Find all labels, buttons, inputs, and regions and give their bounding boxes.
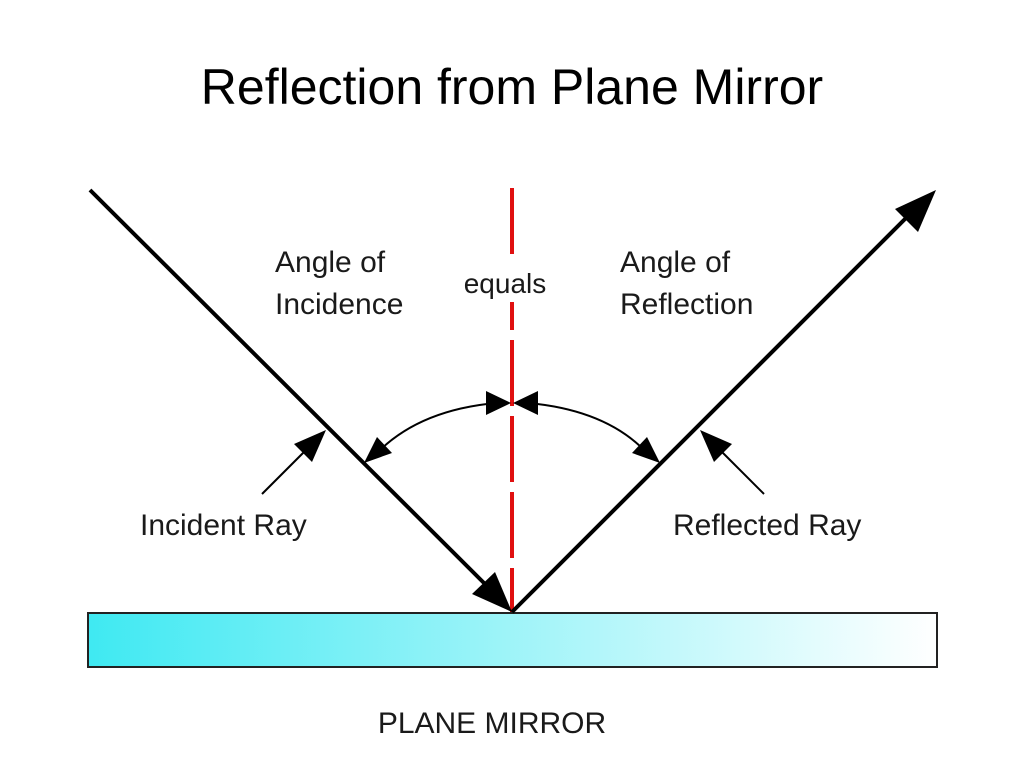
incident-ray-pointer-line (261, 445, 311, 495)
angle-incidence-label-line1: Angle of (275, 246, 386, 279)
reflected-ray-pointer-head (700, 430, 732, 462)
equals-label-background (456, 262, 556, 302)
incident-ray-line (88, 188, 495, 594)
angle-reflection-label-line1: Angle of (620, 246, 731, 279)
incidence-arc-arrow-left (364, 437, 392, 463)
reflection-angle-arc (527, 402, 647, 453)
page-title: Reflection from Plane Mirror (200, 59, 824, 115)
reflected-ray-arrowhead (895, 190, 936, 232)
incidence-arc-arrow-right (486, 391, 511, 415)
reflected-ray-line (510, 210, 914, 614)
reflection-arc-arrow-right (632, 437, 660, 463)
equals-label: equals (464, 268, 547, 299)
plane-mirror-label: PLANE MIRROR (378, 707, 606, 740)
reflected-ray-pointer-line (715, 445, 765, 495)
angle-reflection-label-line2: Reflection (620, 288, 753, 321)
plane-mirror (87, 612, 938, 668)
incident-ray-arrowhead (472, 572, 512, 612)
incident-ray-pointer-head (294, 430, 326, 462)
incidence-angle-arc (377, 402, 497, 453)
angle-incidence-label-line2: Incidence (275, 288, 403, 321)
reflected-ray-label: Reflected Ray (673, 509, 861, 542)
reflection-arc-arrow-left (513, 391, 538, 415)
incident-ray-label: Incident Ray (140, 509, 307, 542)
